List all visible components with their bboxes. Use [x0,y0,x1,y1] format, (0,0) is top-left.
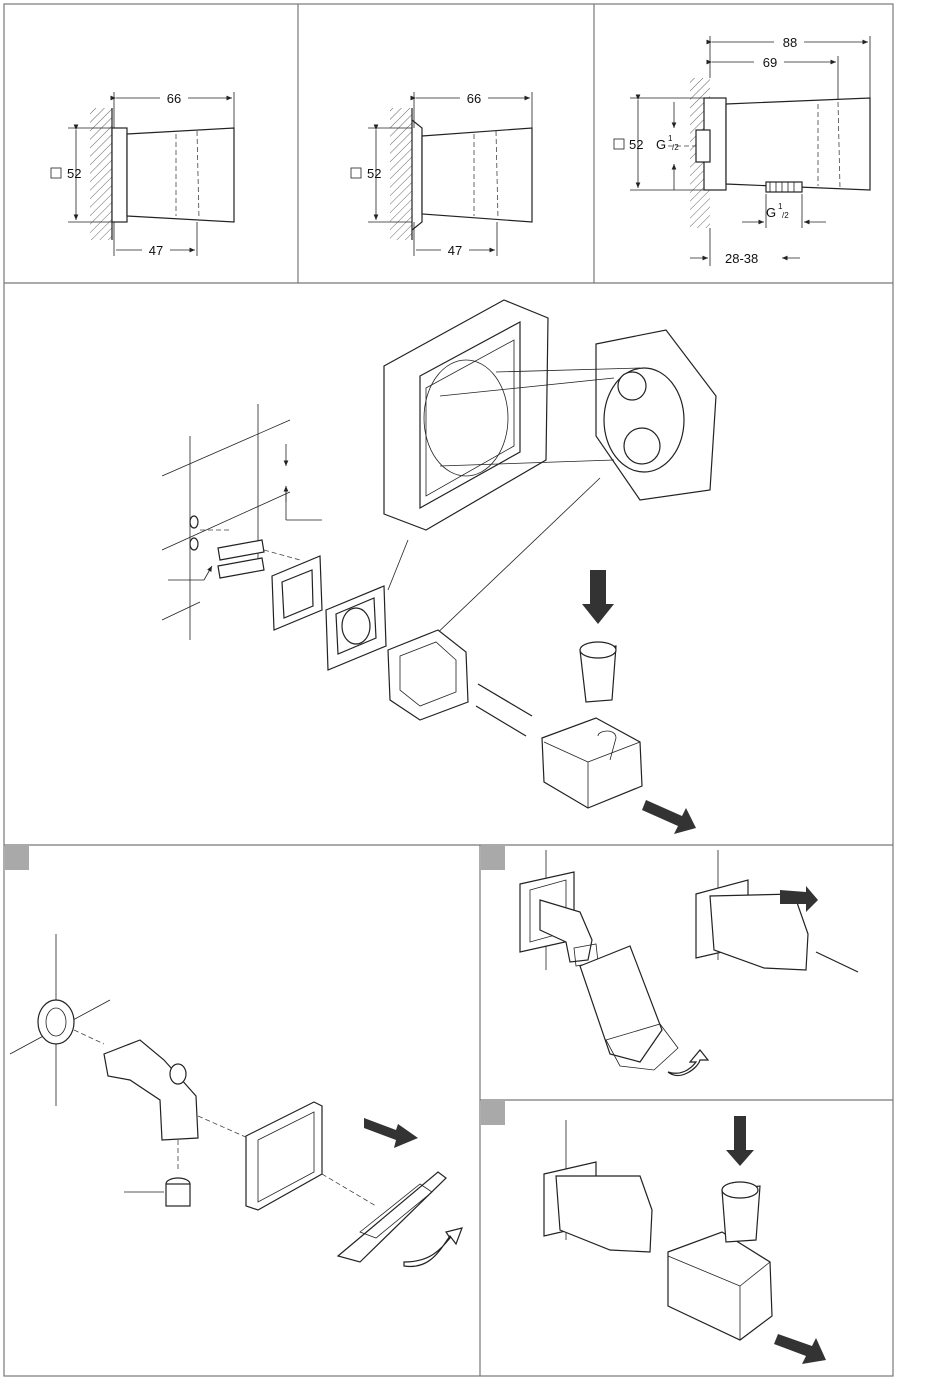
dim-depth-label: 47 [448,243,462,258]
screw-lower [476,706,526,736]
thread-back-sup: 1 [668,134,673,143]
dim-square-label: 52 [629,137,643,152]
mounting-frame [246,1102,322,1210]
dim-range-label: 28-38 [725,251,758,266]
wall-rosette [38,1000,74,1044]
dim-width-label: 66 [167,91,181,106]
step-3-view [544,1116,826,1364]
dim-square-label: 52 [367,166,381,181]
arrow-push-icon [364,1118,418,1148]
dimension-view-right: 88 69 52 G 1 /2 G 1 /2 28-38 [614,35,870,266]
thread-back-label: G [656,137,666,152]
handshower-holder [542,718,642,808]
step-marker-3 [481,1101,505,1125]
dim-overall-label: 88 [783,35,797,50]
arrow-down-icon [726,1116,754,1166]
dim-depth-label: 47 [149,243,163,258]
exploded-assembly-view [162,300,716,834]
square-symbol-icon [51,168,61,178]
step-marker-1 [5,846,29,870]
thread-bottom-label: G [766,205,776,220]
square-symbol-icon [614,139,624,149]
thread-bottom-sup: 1 [778,202,783,211]
valve-body-mounted [710,894,808,970]
dim-square-label: 52 [67,166,81,181]
square-rosette [338,1172,446,1262]
thread-back-sub: /2 [672,143,679,152]
wall-plug-upper [218,540,264,560]
elbow-connector [540,900,592,962]
arrow-rotate-icon [404,1228,462,1267]
step-1-view [10,934,462,1267]
arrow-down-icon [582,570,614,624]
arrow-push-icon [642,800,696,834]
dim-body-label: 69 [763,55,777,70]
valve-body-tilted [580,946,662,1062]
square-symbol-icon [351,168,361,178]
thread-bottom-sub: /2 [782,211,789,220]
valve-body-mounted [556,1176,652,1252]
handshower-holder [668,1232,772,1340]
arrow-rotate-icon [668,1050,708,1075]
screw-upper [478,684,532,716]
dimension-view-middle: 66 47 52 [351,91,532,258]
wall-plug-lower [218,558,264,578]
elbow-connector [104,1040,198,1140]
screw [816,952,858,972]
step-2-view [520,850,858,1075]
arrow-push-icon [774,1334,826,1364]
step-marker-2 [481,846,505,870]
dimension-view-left: 66 47 52 [51,91,234,258]
dim-width-label: 66 [467,91,481,106]
